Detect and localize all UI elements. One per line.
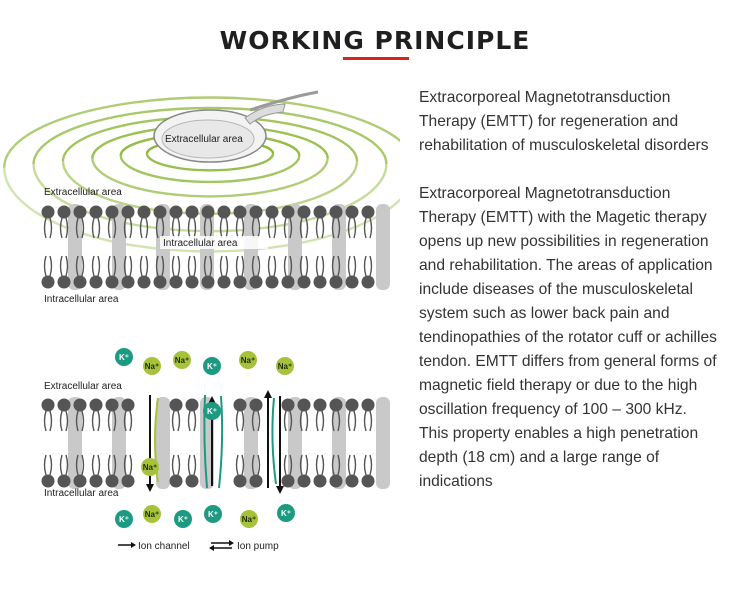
- top-cell-membrane: [41, 204, 390, 290]
- emtt-applicator-icon: [153, 90, 319, 163]
- description-paragraph-1: Extracorporeal Magnetotransduction Thera…: [419, 89, 709, 154]
- legend-pump-label: Ion pump: [237, 541, 279, 552]
- bottom-intracellular-label: Intracellular area: [44, 488, 119, 499]
- svg-text:Na⁺: Na⁺: [241, 356, 255, 365]
- svg-text:K⁺: K⁺: [178, 515, 188, 524]
- svg-text:K⁺: K⁺: [207, 407, 217, 416]
- svg-text:K⁺: K⁺: [281, 509, 291, 518]
- device-area-label: Extracellular area: [165, 134, 243, 145]
- title-underline: [343, 57, 409, 60]
- ions: K⁺ Na⁺ Na⁺ K⁺ Na⁺ Na⁺ K⁺ Na⁺ K⁺ Na⁺ K⁺ K⁺ Na⁺ K⁺: [115, 348, 295, 528]
- ion-pump-legend: Ion pump: [209, 540, 279, 552]
- svg-text:Na⁺: Na⁺: [242, 515, 256, 524]
- membrane-diagram: Extracellular area Extracellular area In…: [3, 90, 400, 552]
- ion-channel-legend: Ion channel: [118, 541, 190, 552]
- page-title: WORKING PRINCIPLE: [219, 26, 531, 55]
- top-intracellular-inner-label: Intracellular area: [163, 238, 238, 249]
- description-column: Extracorporeal Magnetotransduction Thera…: [419, 86, 719, 518]
- top-intracellular-label: Intracellular area: [44, 294, 119, 305]
- legend-channel-label: Ion channel: [138, 541, 190, 552]
- svg-text:K⁺: K⁺: [119, 353, 129, 362]
- description-paragraph-2: Extracorporeal Magnetotransduction Thera…: [419, 185, 717, 490]
- svg-text:Na⁺: Na⁺: [143, 463, 157, 472]
- svg-text:K⁺: K⁺: [208, 510, 218, 519]
- svg-text:K⁺: K⁺: [119, 515, 129, 524]
- svg-text:Na⁺: Na⁺: [278, 362, 292, 371]
- ion-channels: [146, 390, 284, 494]
- top-extracellular-label: Extracellular area: [44, 187, 122, 198]
- bottom-cell-membrane: [41, 397, 390, 489]
- bottom-extracellular-label: Extracellular area: [44, 381, 122, 392]
- svg-text:Na⁺: Na⁺: [175, 356, 189, 365]
- svg-text:Na⁺: Na⁺: [145, 510, 159, 519]
- svg-text:K⁺: K⁺: [207, 362, 217, 371]
- svg-text:Na⁺: Na⁺: [145, 362, 159, 371]
